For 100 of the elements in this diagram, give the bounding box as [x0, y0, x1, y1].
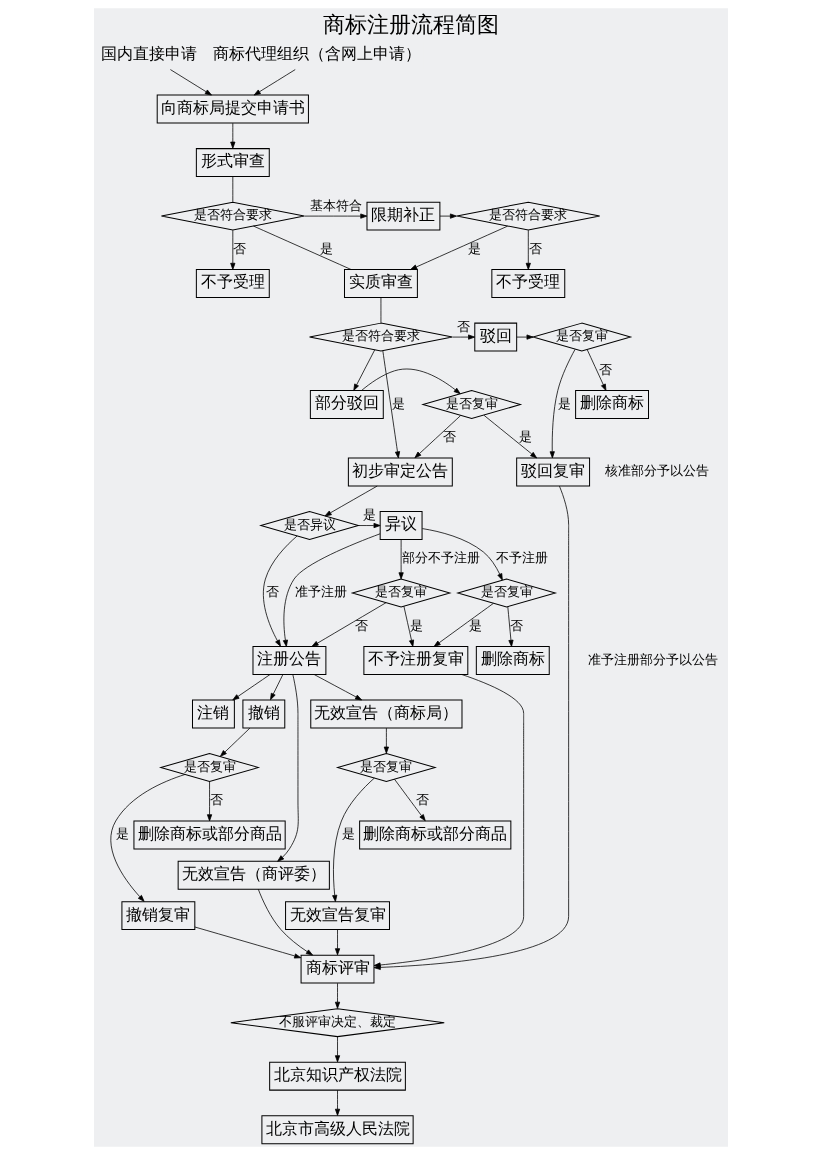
- edge-label: 否: [528, 241, 542, 257]
- arrow: [206, 781, 212, 822]
- node-box: 无效宣告（商评委）: [177, 860, 330, 890]
- arrow: [393, 778, 426, 822]
- edge-label: 部分不予注册: [401, 550, 480, 566]
- node-box: 无效宣告复审: [284, 901, 390, 931]
- arrow: [313, 674, 362, 701]
- edge-label: 是: [467, 241, 481, 257]
- edge-label: 是: [468, 617, 482, 633]
- arrow: [421, 528, 503, 581]
- edge-label: 是: [115, 826, 129, 842]
- arrow: [383, 727, 389, 754]
- arrow: [357, 523, 381, 529]
- arrow: [331, 777, 375, 902]
- node-box: 驳回: [473, 322, 517, 352]
- arrow: [253, 69, 296, 96]
- arrow: [409, 225, 508, 270]
- edge-label: 否: [265, 584, 279, 600]
- edge-label: 是: [391, 395, 405, 411]
- arrow: [262, 535, 297, 647]
- node-diamond: 是否复审: [530, 322, 632, 352]
- node-box: 删除商标或部分商品: [358, 820, 511, 850]
- edge-label: 不予注册: [495, 550, 548, 566]
- node-box: 实质审查: [343, 269, 418, 299]
- node-box: 北京市高级人民法院: [260, 1115, 414, 1145]
- arrow: [109, 774, 185, 902]
- edge-label: 是: [409, 617, 423, 633]
- edge-label: 否: [442, 429, 456, 445]
- arrow: [311, 602, 386, 647]
- arrow: [303, 213, 367, 219]
- arrow: [282, 533, 380, 647]
- label: 核准部分予以公告: [604, 463, 709, 479]
- arrow: [169, 69, 212, 96]
- edge-label: 是: [341, 826, 355, 842]
- node-box: 撤销复审: [120, 901, 195, 931]
- node-box: 驳回复审: [515, 457, 590, 487]
- arrow: [451, 334, 475, 340]
- node-box: 不予受理: [195, 269, 270, 299]
- arrow: [334, 1089, 340, 1116]
- node-diamond: 是否复审: [335, 753, 437, 782]
- edge-label: 是: [362, 507, 376, 523]
- edge-label: 否: [209, 792, 223, 808]
- arrow: [433, 603, 494, 647]
- arrow: [231, 674, 270, 701]
- connector: [231, 176, 233, 203]
- node-box: 不予注册复审: [362, 646, 468, 675]
- arrow: [276, 674, 299, 862]
- arrow: [229, 229, 235, 270]
- edge-label: 否: [509, 617, 523, 633]
- arrow: [229, 122, 235, 149]
- arrow: [257, 888, 313, 956]
- edge-label: 否: [232, 241, 246, 257]
- node-box: 异议: [379, 511, 423, 540]
- node-box: 北京知识产权法院: [268, 1061, 406, 1091]
- node-diamond: 是否复审: [455, 578, 557, 608]
- node-box: 注册公告: [251, 646, 326, 675]
- edge-label: 否: [598, 362, 612, 377]
- edge-label: 是: [518, 429, 532, 445]
- arrow: [413, 415, 461, 459]
- node-diamond: 不服评审决定、裁定: [229, 1008, 445, 1038]
- arrow: [483, 414, 537, 459]
- node-box: 部分驳回: [309, 390, 384, 420]
- arrow: [219, 727, 250, 757]
- arrow: [269, 674, 283, 701]
- arrow: [398, 539, 404, 580]
- edge-label: 否: [415, 792, 429, 808]
- node-box: 向商标局提交申请书: [156, 94, 309, 124]
- node-box: 删除商标: [574, 390, 649, 420]
- arrow: [586, 349, 606, 391]
- node-box: 撤销: [241, 699, 285, 729]
- node-diamond: 是否符合要求: [308, 322, 453, 352]
- edge-label: 是: [319, 241, 333, 257]
- node-box: 删除商标或部分商品: [132, 820, 286, 850]
- node-text: 商标代理组织（含网上申请）: [212, 45, 421, 63]
- node-box: 无效宣告（商标局）: [309, 699, 462, 729]
- node-box: 初步审定公告: [347, 457, 453, 487]
- node-box: 商标评审: [300, 954, 374, 984]
- node-diamond: 是否复审: [158, 753, 260, 782]
- edge-label: 基本符合: [309, 197, 362, 213]
- node-text: 国内直接申请: [100, 45, 197, 63]
- label: 准予注册部分予以公告: [587, 651, 718, 667]
- node-box: 限期补正: [366, 201, 440, 231]
- arrow: [506, 606, 513, 647]
- arrow: [324, 485, 378, 517]
- node-diamond: 是否复审: [420, 390, 522, 420]
- arrow: [549, 348, 575, 459]
- node-box: 注销: [191, 699, 235, 729]
- edge-label: 否: [354, 617, 368, 633]
- node-box: 删除商标: [475, 646, 550, 675]
- arrow: [439, 213, 457, 219]
- arrow: [360, 368, 461, 395]
- node-diamond: 是否符合要求: [455, 201, 600, 231]
- arrow: [334, 929, 340, 956]
- connector: [380, 297, 381, 324]
- edge-label: 是: [557, 395, 571, 411]
- arrow: [525, 229, 531, 270]
- edge-label: 否: [456, 318, 470, 334]
- arrow: [403, 605, 414, 647]
- arrow: [193, 926, 301, 959]
- diagram-title: 商标注册流程简图: [322, 12, 499, 37]
